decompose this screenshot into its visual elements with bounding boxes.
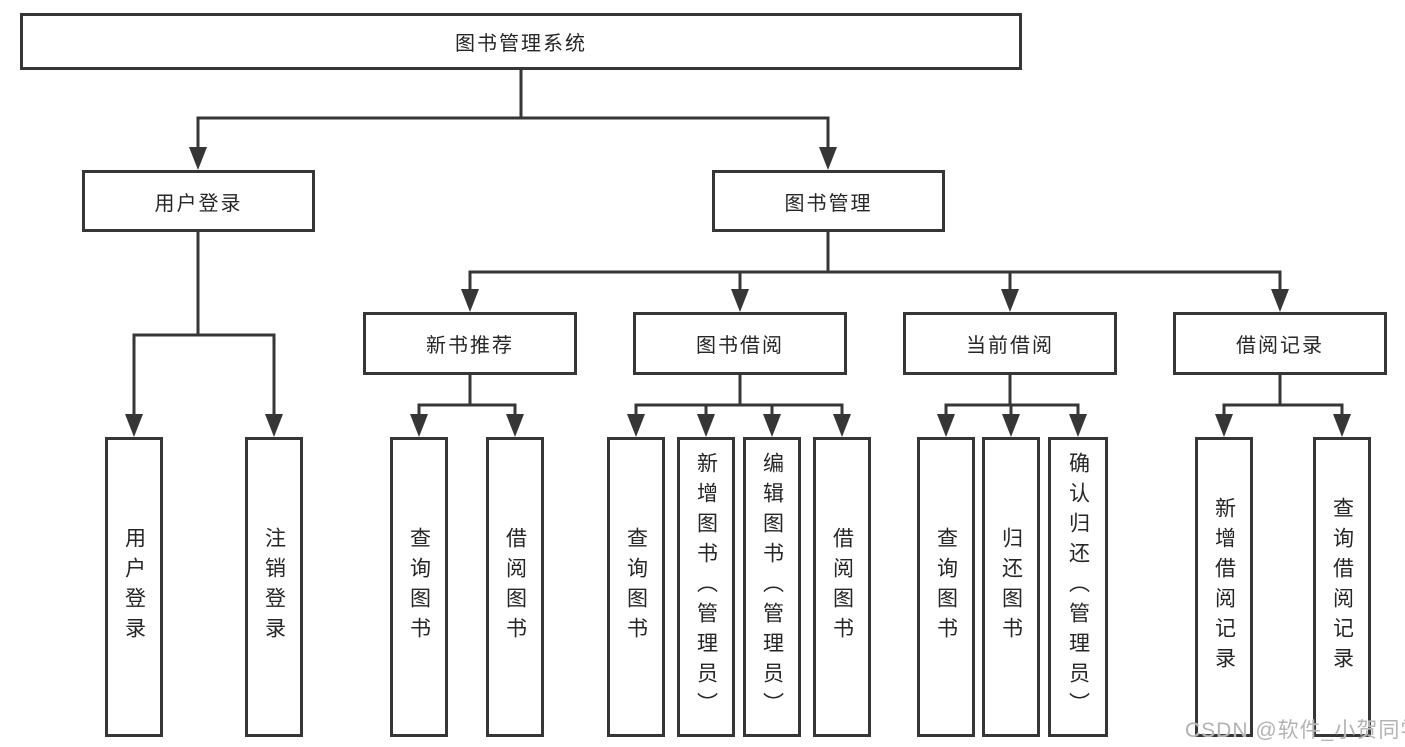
node-label: 查询图书 — [934, 527, 958, 647]
node-add-book-admin: 新增图书（管理员） — [677, 437, 735, 737]
node-label: 新增借阅记录 — [1212, 497, 1236, 677]
node-label: 用户登录 — [154, 192, 243, 215]
node-label: 确认归还（管理员） — [1066, 452, 1090, 722]
node-label: 当前借阅 — [966, 335, 1054, 357]
node-query-books-current: 查询图书 — [917, 437, 975, 737]
node-label: 图书管理系统 — [455, 33, 587, 55]
node-label: 查询借阅记录 — [1330, 497, 1354, 677]
node-borrow-books: 借阅图书 — [813, 437, 871, 737]
node-borrow-records: 借阅记录 — [1173, 312, 1387, 375]
node-query-books-recommend: 查询图书 — [390, 437, 448, 737]
node-label: 借阅记录 — [1236, 335, 1324, 357]
node-label: 图书管理 — [784, 192, 873, 215]
node-label: 查询图书 — [407, 527, 431, 647]
node-confirm-return-admin: 确认归还（管理员） — [1048, 437, 1108, 737]
node-label: 新书推荐 — [426, 335, 514, 357]
node-label: 图书借阅 — [696, 335, 784, 357]
node-add-borrow-record: 新增借阅记录 — [1195, 437, 1253, 737]
csdn-watermark: CSDN @软件_小贺同学 — [1185, 719, 1405, 742]
node-book-management: 图书管理 — [712, 170, 945, 232]
node-borrow-books-recommend: 借阅图书 — [486, 437, 544, 737]
node-label: 注销登录 — [262, 527, 286, 647]
node-user-login-leaf: 用户登录 — [105, 437, 163, 737]
node-label: 查询图书 — [624, 527, 648, 647]
node-new-book-recommend: 新书推荐 — [363, 312, 577, 375]
node-query-borrow-record: 查询借阅记录 — [1313, 437, 1371, 737]
node-label: 借阅图书 — [503, 527, 527, 647]
node-current-borrow: 当前借阅 — [903, 312, 1117, 375]
node-edit-book-admin: 编辑图书（管理员） — [743, 437, 801, 737]
node-label: 用户登录 — [122, 527, 146, 647]
node-label: 编辑图书（管理员） — [760, 452, 784, 722]
node-query-books-borrow: 查询图书 — [607, 437, 665, 737]
node-label: 新增图书（管理员） — [694, 452, 718, 722]
node-label: 借阅图书 — [830, 527, 854, 647]
node-user-login: 用户登录 — [82, 170, 315, 232]
node-label: 归还图书 — [999, 527, 1023, 647]
node-book-borrow: 图书借阅 — [633, 312, 847, 375]
node-library-system: 图书管理系统 — [20, 13, 1022, 70]
node-logout: 注销登录 — [245, 437, 303, 737]
node-return-book: 归还图书 — [982, 437, 1040, 737]
